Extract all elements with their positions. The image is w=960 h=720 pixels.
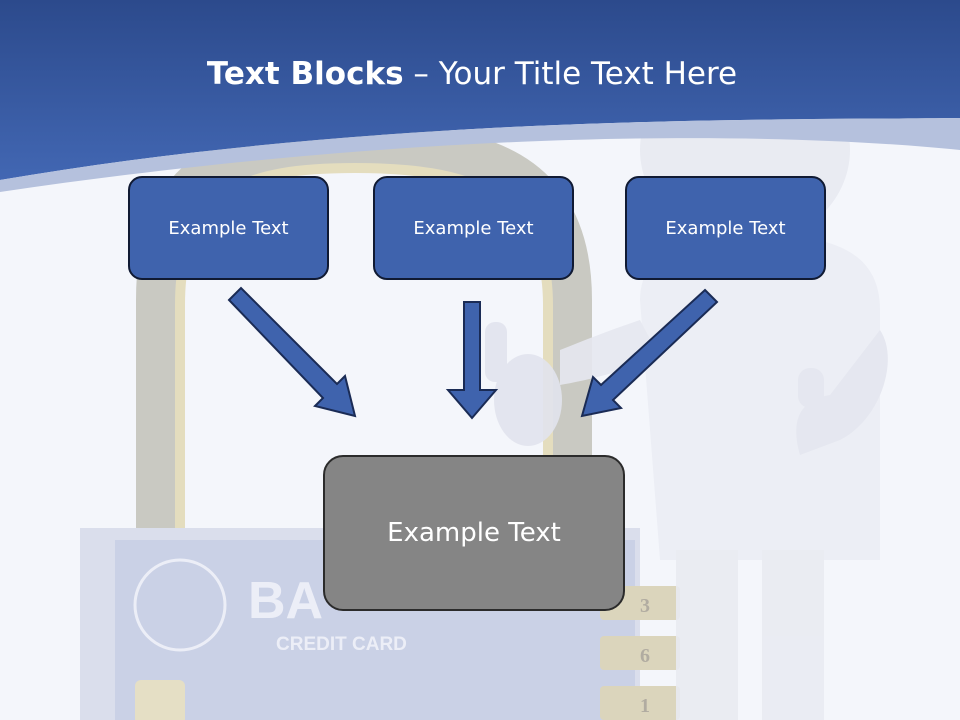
card-subtitle-text: CREDIT CARD — [276, 634, 407, 655]
dial-digit-2: 6 — [640, 645, 650, 667]
center-text-block-label: Example Text — [387, 518, 561, 548]
title-rest: Your Title Text Here — [438, 56, 738, 92]
header-band — [0, 0, 960, 180]
slide-title: Text Blocks – Your Title Text Here — [0, 52, 944, 96]
header-wave — [0, 118, 960, 192]
arrow-middle-icon — [445, 301, 499, 420]
text-block-3[interactable]: Example Text — [625, 176, 826, 280]
text-block-2-label: Example Text — [413, 217, 534, 239]
card-brand-text: BA — [248, 572, 323, 630]
dial-digit-1: 3 — [640, 595, 650, 617]
title-separator: – — [403, 56, 439, 92]
dial-digit-3: 1 — [640, 695, 650, 717]
text-block-3-label: Example Text — [665, 217, 786, 239]
text-block-1[interactable]: Example Text — [128, 176, 329, 280]
text-block-2[interactable]: Example Text — [373, 176, 574, 280]
center-text-block[interactable]: Example Text — [323, 455, 625, 611]
title-bold: Text Blocks — [206, 56, 404, 92]
arrow-left-icon — [227, 286, 357, 418]
text-block-1-label: Example Text — [168, 217, 289, 239]
arrow-right-icon — [580, 288, 719, 418]
